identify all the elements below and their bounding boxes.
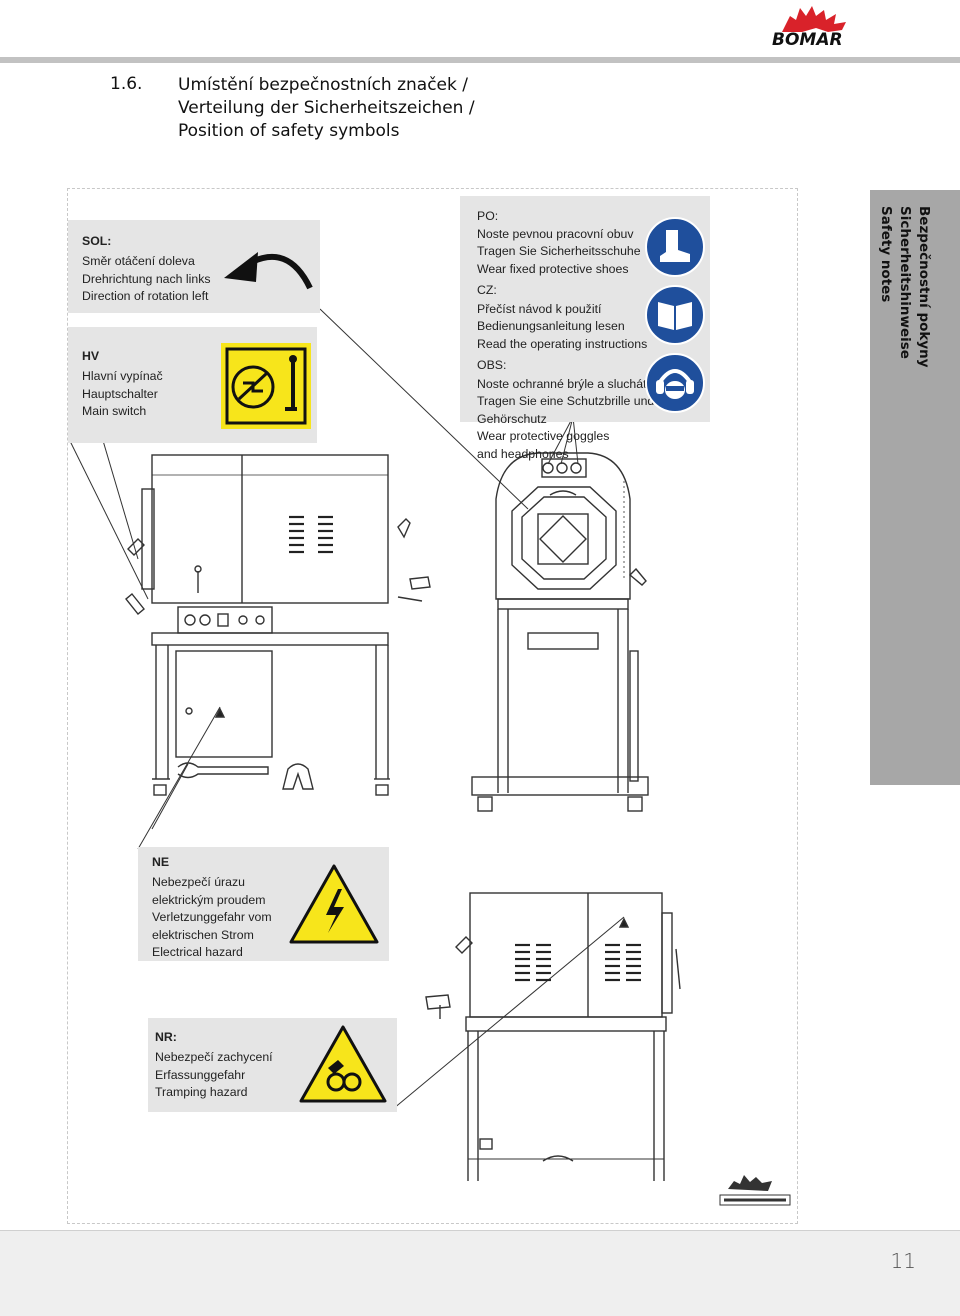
panel-line: Bedienungsanleitung lesen — [477, 319, 625, 333]
side-tab-line-en: Safety notes — [878, 206, 894, 303]
title-line-en: Position of safety symbols — [178, 121, 400, 141]
panel-heading: SOL: — [82, 234, 112, 248]
side-tab: Bezpečnostní pokyny Sicherheitshinweise … — [870, 190, 960, 785]
panel-po: PO: Noste pevnou pracovní obuv Tragen Si… — [460, 196, 710, 461]
panel-line: Noste pevnou pracovní obuv — [477, 226, 634, 241]
panel-line: Nebezpečí úrazu — [152, 875, 245, 889]
panel-line: Hlavní vypínač — [82, 369, 163, 383]
panel-line: elektrischen Strom — [152, 927, 254, 942]
warning-mark-icon — [618, 917, 630, 928]
panel-heading: PO: — [477, 209, 499, 223]
warning-mark-icon — [214, 707, 226, 718]
panel-line: Wear fixed protective shoes — [477, 261, 629, 276]
panel-line: Směr otáčení doleva — [82, 254, 195, 268]
title-line-de: Verteilung der Sicherheitszeichen / — [178, 98, 475, 118]
trapping-hazard-icon — [299, 1025, 387, 1103]
panel-nr: NR: Nebezpečí zachycení Erfassunggefahr … — [148, 1018, 397, 1112]
leader-line — [137, 706, 221, 850]
section-number: 1.6. — [110, 74, 143, 94]
panel-line: Tramping hazard — [155, 1085, 248, 1099]
side-tab-line-de: Sicherheitshinweise — [897, 206, 913, 359]
bomar-logo: BOMAR — [772, 2, 854, 52]
vent-grille-rear — [515, 943, 641, 982]
panel-line: Erfassunggefahr — [155, 1067, 246, 1082]
machine-side-view — [471, 452, 649, 812]
leader-line — [560, 416, 574, 465]
side-tab-line-cz: Bezpečnostní pokyny — [916, 206, 932, 368]
leader-line — [319, 308, 529, 510]
panel-line: Drehrichtung nach links — [82, 271, 211, 286]
leader-line — [547, 416, 574, 465]
panel-heading: OBS: — [477, 358, 507, 372]
header-rule — [0, 57, 960, 63]
read-manual-icon — [645, 285, 705, 345]
panel-sol: SOL: Směr otáčení doleva Drehrichtung na… — [68, 220, 320, 313]
panel-heading: CZ: — [477, 283, 497, 297]
section-title: Umístění bezpečnostních značek / Verteil… — [178, 74, 475, 143]
footer-bar: 11 — [0, 1230, 960, 1316]
panel-line: Direction of rotation left — [82, 289, 209, 303]
panel-line: Electrical hazard — [152, 945, 243, 959]
panel-line: Wear protective goggles — [477, 429, 610, 443]
drawing-logo-icon — [719, 1175, 791, 1206]
panel-line: Tragen Sie eine Schutzbrille und — [477, 394, 655, 408]
leader-line — [392, 916, 625, 1110]
panel-heading: NE — [152, 855, 170, 869]
safety-symbols-figure: SOL: Směr otáčení doleva Drehrichtung na… — [67, 188, 798, 1224]
panel-line: Read the operating instructions — [477, 336, 648, 351]
panel-line: Tragen Sie Sicherheitsschuhe — [477, 244, 641, 258]
vent-grille-left — [289, 515, 333, 554]
logo-wordmark: BOMAR — [772, 30, 843, 50]
leader-line — [69, 440, 149, 600]
machine-front-view — [125, 454, 431, 796]
safety-shoes-icon — [645, 217, 705, 277]
panel-line: Verletzunggefahr vom — [152, 910, 272, 924]
panel-line: Noste ochranné brýle a sluchátka — [477, 376, 660, 391]
panel-line: Main switch — [82, 404, 147, 418]
panel-heading: NR: — [155, 1030, 177, 1044]
panel-line: Nebezpečí zachycení — [155, 1050, 273, 1064]
machine-rear-view — [425, 892, 681, 1181]
page-number: 11 — [890, 1249, 916, 1273]
rotate-left-arrow-icon — [224, 252, 313, 290]
machine-drawing — [69, 308, 791, 1206]
panel-ne: NE Nebezpečí úrazu elektrickým proudem V… — [138, 847, 389, 961]
panel-line: elektrickým proudem — [152, 892, 266, 907]
panel-hv: HV Hlavní vypínač Hauptschalter Main swi… — [68, 327, 317, 443]
panel-line: Hauptschalter — [82, 386, 158, 401]
goggles-headphones-icon — [645, 353, 705, 413]
panel-heading: HV — [82, 349, 100, 363]
leader-line — [572, 416, 579, 465]
leader-line — [151, 763, 189, 830]
title-line-cz: Umístění bezpečnostních značek / — [178, 75, 468, 95]
electrical-hazard-icon — [289, 864, 379, 944]
main-switch-icon — [221, 343, 311, 429]
panel-line: and headphones — [477, 446, 569, 461]
dragon-logo-icon — [782, 6, 846, 32]
panel-line: Přečíst návod k použití — [477, 301, 602, 316]
panel-line: Gehörschutz — [477, 411, 547, 426]
